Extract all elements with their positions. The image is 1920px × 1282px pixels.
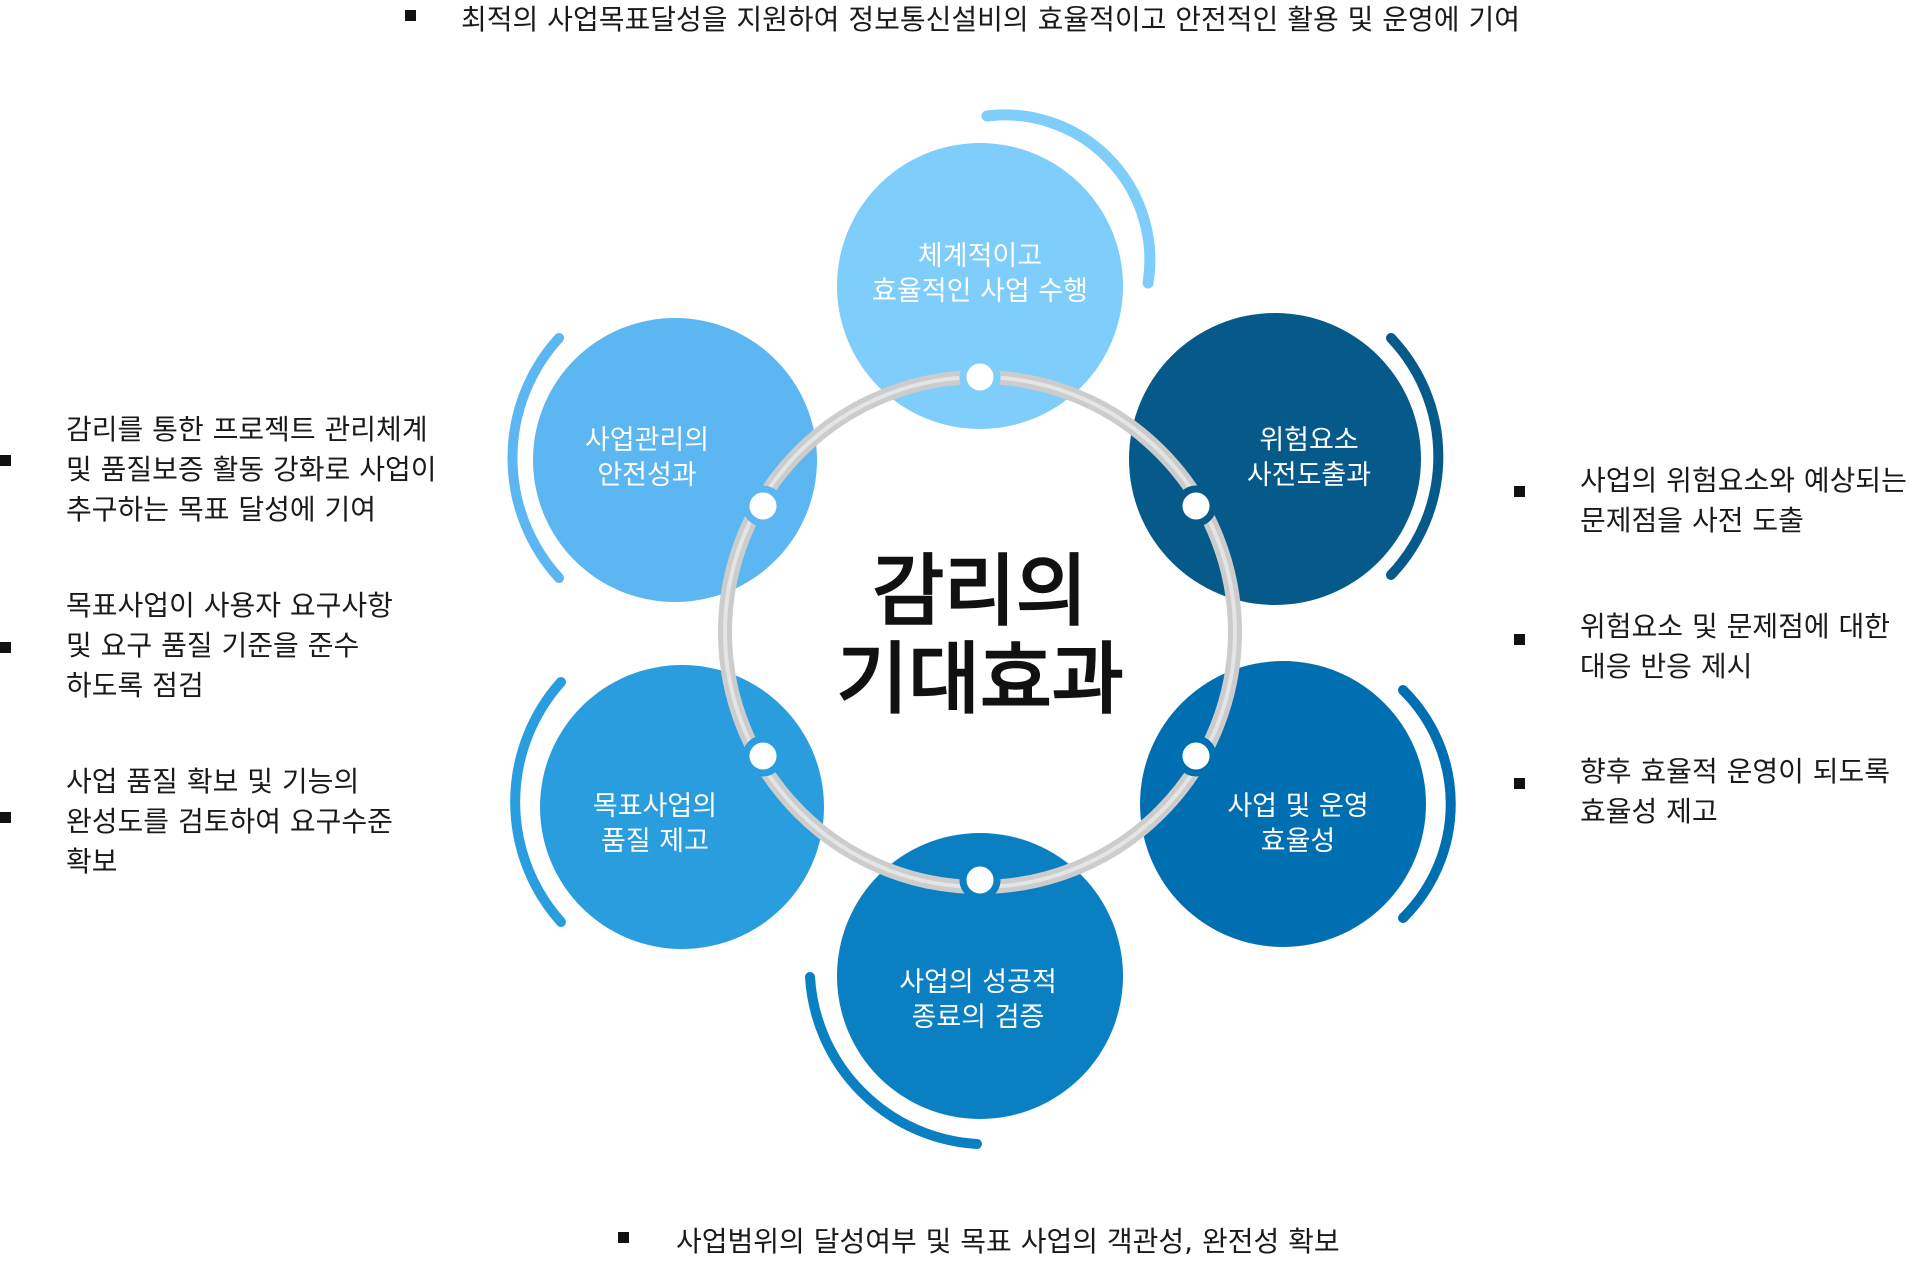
bullet-square-icon [0, 642, 11, 653]
note-left-1-line-1: 감리를 통한 프로젝트 관리체계 [66, 413, 428, 446]
bullet-square-icon [618, 1232, 629, 1243]
bullet-square-icon [1514, 486, 1525, 497]
note-right-1-line-2: 문제점을 사전 도출 [1580, 504, 1804, 537]
node-left-top-label-2: 안전성과 [597, 460, 696, 491]
node-right-top-label-1: 위험요소 [1259, 425, 1358, 456]
bullet-square-icon [1514, 634, 1525, 645]
note-left-2-line-3: 하도록 점검 [66, 669, 204, 702]
node-left-top-label-1: 사업관리의 [585, 425, 709, 456]
note-left-1-line-2: 및 품질보증 활동 강화로 사업이 [66, 453, 437, 486]
node-circle-bottom [837, 833, 1123, 1119]
center-title-line-1: 감리의 [872, 547, 1087, 637]
node-circle-top [837, 143, 1123, 429]
node-top-label-2: 효율적인 사업 수행 [872, 276, 1088, 307]
note-right-3-line-1: 향후 효율적 운영이 되도록 [1580, 755, 1891, 788]
bullet-square-icon [0, 455, 11, 466]
arc-right-bottom [1398, 685, 1456, 923]
bullet-square-icon [1514, 778, 1525, 789]
ring-dot-left-bottom [742, 735, 784, 777]
note-left-3-line-2: 완성도를 검토하여 요구수준 [66, 805, 393, 838]
node-circle-right-top [1129, 313, 1421, 605]
ring-dot-bottom [959, 859, 1001, 901]
note-left-2-line-1: 목표사업이 사용자 요구사항 [66, 589, 393, 622]
arc-bottom [805, 972, 982, 1149]
note-right-3-line-2: 효율성 제고 [1580, 795, 1718, 828]
node-left-bottom-label-2: 품질 제고 [601, 826, 709, 857]
node-bottom-label-1: 사업의 성공적 [899, 967, 1057, 998]
note-top-text: 최적의 사업목표달성을 지원하여 정보통신설비의 효율적이고 안전적인 활용 및… [461, 3, 1520, 36]
note-left-3-line-1: 사업 품질 확보 및 기능의 [66, 765, 360, 798]
center-title-line-2: 기대효과 [836, 635, 1123, 725]
ring-dot-right-bottom [1175, 735, 1217, 777]
arc-right-top [1386, 333, 1444, 580]
node-left-bottom-label-1: 목표사업의 [593, 791, 717, 822]
arc-left-top [507, 333, 564, 583]
arc-left-bottom [510, 677, 566, 927]
node-bottom-label-2: 종료의 검증 [912, 1002, 1045, 1033]
ring-dot-left-top [742, 485, 784, 527]
node-right-top-label-2: 사전도출과 [1247, 460, 1371, 491]
note-left-1-line-3: 추구하는 목표 달성에 기여 [66, 493, 377, 526]
note-right-2-line-2: 대응 반응 제시 [1580, 650, 1753, 683]
arc-top [981, 109, 1156, 289]
note-left-3-line-3: 확보 [66, 845, 118, 878]
note-right-2-line-1: 위험요소 및 문제점에 대한 [1580, 610, 1891, 643]
node-right-bottom-label-2: 효율성 [1261, 826, 1336, 857]
note-right-1-line-1: 사업의 위험요소와 예상되는 [1580, 464, 1907, 497]
ring-dot-top [959, 356, 1001, 398]
node-right-bottom-label-1: 사업 및 운영 [1227, 791, 1368, 822]
bullet-square-icon [0, 812, 11, 823]
note-left-2-line-2: 및 요구 품질 기준을 준수 [66, 629, 360, 662]
node-top-label-1: 체계적이고 [918, 241, 1042, 272]
note-bottom-text: 사업범위의 달성여부 및 목표 사업의 객관성, 완전성 확보 [676, 1225, 1340, 1258]
ring-dot-right-top [1175, 485, 1217, 527]
bullet-square-icon [405, 10, 416, 21]
